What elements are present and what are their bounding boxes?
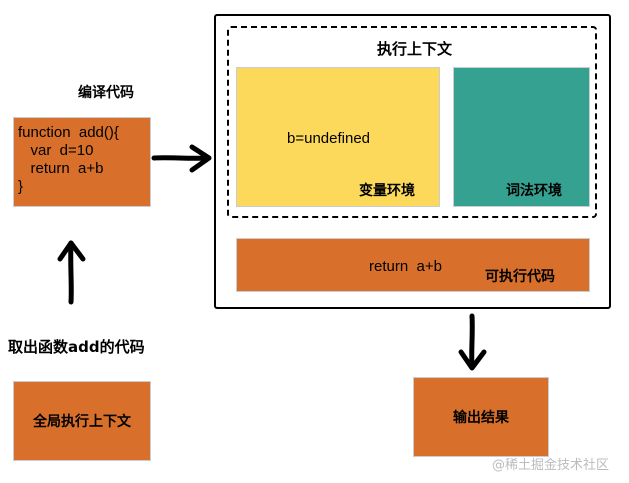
arrow-down-icon xyxy=(458,313,487,371)
executable-code-content: return a+b xyxy=(369,258,442,275)
code-line: var d=10 xyxy=(18,142,94,159)
arrow-right-icon xyxy=(151,144,212,173)
code-line: return a+b xyxy=(18,160,104,177)
output-box: 输出结果 xyxy=(413,377,549,457)
executable-code-box: return a+b 可执行代码 xyxy=(236,238,590,292)
watermark: @稀土掘金技术社区 xyxy=(492,458,610,473)
fetch-code-label: 取出函数add的代码 xyxy=(8,338,145,356)
executable-code-label: 可执行代码 xyxy=(485,269,555,285)
function-code-box: function add(){ var d=10 return a+b } xyxy=(13,117,151,207)
code-line: function add(){ xyxy=(18,124,119,141)
variable-environment-content: b=undefined xyxy=(287,130,370,147)
execution-context-title: 执行上下文 xyxy=(377,40,453,58)
global-execution-context-label: 全局执行上下文 xyxy=(33,414,131,430)
lexical-environment-label: 词法环境 xyxy=(506,183,562,199)
code-line: } xyxy=(18,178,24,195)
output-label: 输出结果 xyxy=(453,410,509,426)
compile-label: 编译代码 xyxy=(78,85,134,101)
execution-context-dashed-frame xyxy=(227,26,597,218)
lexical-environment-box: 词法环境 xyxy=(453,67,590,207)
arrow-up-icon xyxy=(57,240,86,305)
execution-context-frame xyxy=(214,14,611,309)
variable-environment-box: b=undefined 变量环境 xyxy=(236,67,440,207)
global-execution-context-box: 全局执行上下文 xyxy=(13,381,151,461)
variable-environment-label: 变量环境 xyxy=(359,183,415,199)
